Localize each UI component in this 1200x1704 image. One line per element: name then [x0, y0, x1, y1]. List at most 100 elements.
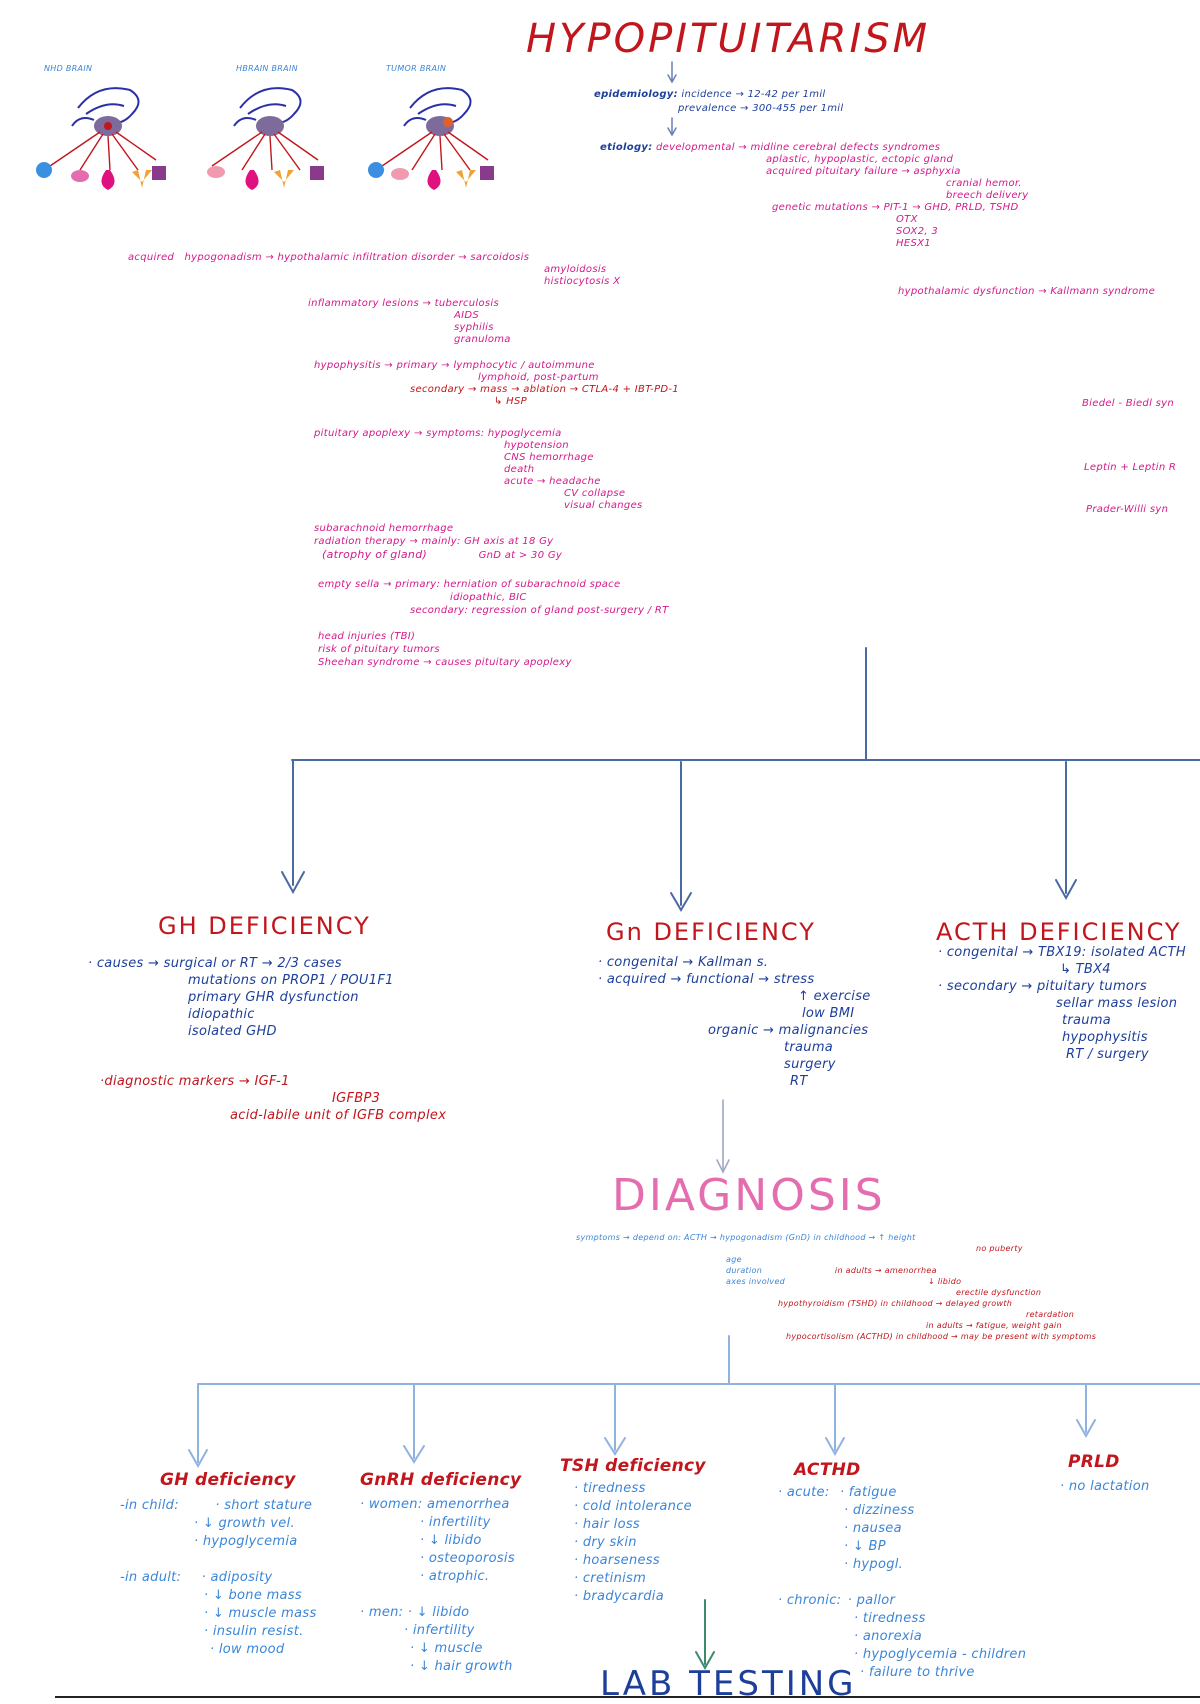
acquired-empty-sella: empty sella → primary: herniation of sub…: [318, 579, 621, 590]
brain-sketch-normal: NHD BRAIN: [28, 64, 173, 210]
brain-label: TUMOR BRAIN: [386, 64, 447, 73]
gh-markers-label: ·diagnostic markers → IGF-1: [100, 1074, 290, 1089]
apoplexy-symptom: hypotension: [504, 440, 569, 451]
acquired-inflammatory: inflammatory lesions → tuberculosis: [308, 298, 500, 309]
acquired-empty-sella-block: empty sella → primary: herniation of sub…: [318, 578, 669, 617]
acquired-radiation: radiation therapy → mainly: GH axis at 1…: [314, 536, 554, 547]
acquired-hypophysitis: hypophysitis → primary → lymphocytic / a…: [314, 360, 595, 371]
acquired-hyp-secondary: secondary → mass → ablation → CTLA-4 + I…: [410, 384, 679, 395]
acquired-hypogonadism-block: acquired hypogonadism → hypothalamic inf…: [128, 252, 620, 288]
bottom-tsh-block: · tiredness · cold intolerance · hair lo…: [574, 1480, 692, 1606]
gn-acquired-item: low BMI: [802, 1006, 855, 1021]
gh-cause: isolated GHD: [188, 1024, 277, 1039]
bottom-gh-item: · adiposity: [201, 1570, 273, 1585]
acquired-empty-sella-2: idiopathic, BIC: [450, 592, 527, 603]
apoplexy-symptom: acute → headache: [504, 476, 601, 487]
acquired-hypo-stack: histiocytosis X: [544, 276, 621, 287]
bottom-gnrh-item: · ↓ muscle: [410, 1641, 483, 1656]
acth-congenital-2: ↳ TBX4: [1060, 962, 1111, 977]
bottom-tsh-item: · tiredness: [574, 1481, 646, 1496]
acquired-risk: risk of pituitary tumors: [318, 644, 440, 655]
etiology-block: etiology: developmental → midline cerebr…: [600, 142, 1028, 250]
bottom-gnrh-item: · atrophic.: [420, 1569, 490, 1584]
diagnosis-line: ↓ libido: [927, 1277, 962, 1286]
acquired-hypophysitis-block: hypophysitis → primary → lymphocytic / a…: [314, 360, 679, 408]
acquired-inflam-stack: granuloma: [454, 334, 511, 345]
bottom-acth-item: · hypoglycemia - children: [854, 1647, 1027, 1662]
gn-organic-item: RT: [790, 1074, 808, 1089]
acquired-radiation-2: GnD at > 30 Gy: [478, 550, 563, 561]
arrowhead-acth: [1055, 879, 1077, 901]
etiology-genetic: genetic mutations → PIT-1 → GHD, PRLD, T…: [772, 202, 1019, 213]
bottom-tsh-item: · hair loss: [574, 1517, 640, 1532]
apoplexy-symptom: visual changes: [564, 500, 643, 511]
diagnosis-line: retardation: [1026, 1310, 1075, 1319]
bottom-gh-item: · low mood: [210, 1642, 285, 1657]
diagnosis-line: hypothyroidism (TSHD) in childhood → del…: [778, 1299, 1013, 1308]
etiology-dev-line2: aplastic, hypoplastic, ectopic gland: [766, 154, 954, 165]
acquired-hypogonadism: hypogonadism → hypothalamic infiltration…: [184, 252, 530, 263]
diagnosis-block: symptoms → depend on: ACTH → hypogonadis…: [576, 1232, 1096, 1342]
gn-acquired: · acquired → functional → stress: [598, 972, 815, 987]
bottom-tsh-item: · cretinism: [574, 1571, 647, 1586]
bottom-gh-item: · short stature: [215, 1498, 313, 1513]
arrowhead-b-gnrh: [403, 1445, 425, 1464]
epidemiology-incidence: incidence → 12-42 per 1mil: [681, 89, 826, 100]
bottom-acth-block: · acute: · fatigue · dizziness · nausea …: [778, 1484, 1026, 1682]
diagnosis-title: DIAGNOSIS: [612, 1170, 886, 1221]
acth-block: · congenital → TBX19: isolated ACTH ↳ TB…: [938, 944, 1186, 1063]
bottom-gnrh-item: · infertility: [404, 1623, 475, 1638]
page-title: HYPOPITUITARISM: [526, 16, 931, 62]
acth-secondary: · secondary → pituitary tumors: [938, 979, 1147, 994]
bottom-acth-item: · nausea: [844, 1521, 902, 1536]
arrowhead-b-gh: [188, 1449, 208, 1469]
acquired-hyp-primary-2: lymphoid, post-partum: [478, 372, 599, 383]
bottom-tsh-item: · hoarseness: [574, 1553, 660, 1568]
acquired-inflam-stack: AIDS: [454, 310, 480, 321]
acquired-head-injuries: head injuries (TBI): [318, 631, 416, 642]
bottom-gnrh-men-label: · men:: [360, 1605, 404, 1620]
lab-testing-title: LAB TESTING: [600, 1664, 857, 1704]
acquired-apoplexy: pituitary apoplexy → symptoms: hypoglyce…: [314, 428, 562, 439]
bottom-gnrh-block: · women: amenorrhea · infertility · ↓ li…: [360, 1496, 515, 1676]
syndrome-right: Biedel - Biedl syn: [1082, 398, 1174, 409]
arrowhead-b-acth: [825, 1437, 845, 1457]
bottom-gnrh-item: · infertility: [420, 1515, 491, 1530]
diagnosis-mini: age: [726, 1255, 742, 1264]
bottom-acth-chronic-label: · chronic:: [778, 1593, 842, 1608]
bottom-gh-item: · ↓ bone mass: [204, 1588, 302, 1603]
arrowhead-b-tsh: [604, 1437, 626, 1456]
diagnosis-line: no puberty: [976, 1244, 1023, 1253]
gh-causes-label: · causes → surgical or RT → 2/3 cases: [88, 956, 342, 971]
bottom-gnrh-item: · osteoporosis: [420, 1551, 515, 1566]
brain-sketch-second: HBRAIN BRAIN: [190, 64, 335, 210]
bottom-acth-item: · anorexia: [854, 1629, 923, 1644]
bottom-acth-item: · pallor: [847, 1593, 896, 1608]
gn-deficiency-title: Gn DEFICIENCY: [606, 918, 816, 946]
bottom-gnrh-title: GnRH deficiency: [360, 1470, 522, 1490]
acth-congenital: · congenital → TBX19: isolated ACTH: [938, 945, 1186, 960]
syndrome-right: Prader-Willi syn: [1086, 504, 1169, 515]
bottom-gnrh-women-label: · women:: [360, 1497, 423, 1512]
apoplexy-symptom: CV collapse: [564, 488, 626, 499]
epidemiology-prevalence: prevalence → 300-455 per 1mil: [678, 103, 844, 114]
diagnosis-line: in adults → amenorrhea: [834, 1266, 937, 1275]
gh-cause: primary GHR dysfunction: [188, 990, 359, 1005]
bottom-gh-title: GH deficiency: [160, 1470, 296, 1490]
diagnosis-mini: axes involved: [726, 1277, 786, 1286]
gh-marker: IGFBP3: [332, 1091, 381, 1106]
diagnosis-line: in adults → fatigue, weight gain: [926, 1321, 1062, 1330]
bottom-acth-item: · tiredness: [854, 1611, 926, 1626]
gn-organic-item: trauma: [784, 1040, 834, 1055]
gh-causes-block: · causes → surgical or RT → 2/3 cases mu…: [88, 955, 394, 1040]
brain-sketch-tumor: TUMOR BRAIN: [360, 64, 505, 210]
bottom-gh-adult-label: -in adult:: [120, 1570, 182, 1585]
acquired-sheehan: Sheehan syndrome → causes pituitary apop…: [318, 657, 572, 668]
acth-secondary-item: trauma: [1062, 1013, 1112, 1028]
epidemiology-block: epidemiology: incidence → 12-42 per 1mil…: [594, 88, 843, 116]
gh-cause: mutations on PROP1 / POU1F1: [188, 973, 394, 988]
gn-organic-item: surgery: [784, 1057, 836, 1072]
syndrome-right: Leptin + Leptin R: [1084, 462, 1177, 473]
acquired-apoplexy-block: pituitary apoplexy → symptoms: hypoglyce…: [314, 428, 643, 512]
brain-label: NHD BRAIN: [44, 64, 93, 73]
